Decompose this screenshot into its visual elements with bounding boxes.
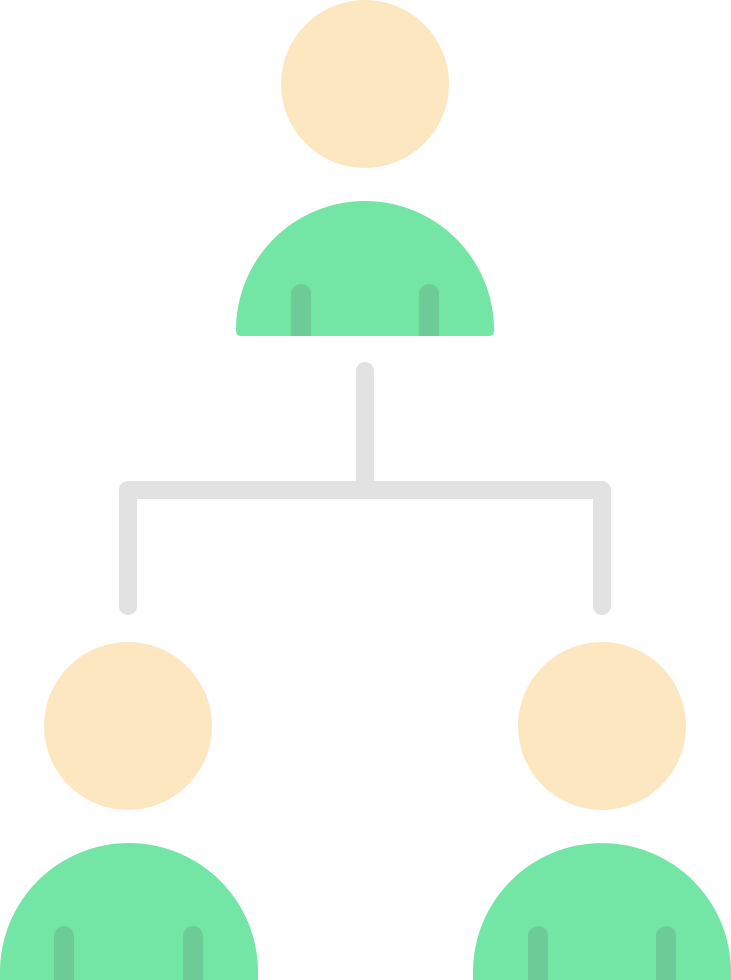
body-stripe-left-cover bbox=[528, 950, 548, 980]
person-bottom-left bbox=[0, 642, 258, 980]
body-stripe-right-cover bbox=[183, 950, 203, 980]
person-body bbox=[473, 843, 731, 980]
person-body bbox=[236, 201, 494, 336]
body-stripe-right-cover bbox=[656, 950, 676, 980]
body-stripe-right-cover bbox=[419, 310, 439, 336]
connector-branch bbox=[119, 481, 611, 615]
person-bottom-right bbox=[473, 642, 731, 980]
person-head bbox=[44, 642, 212, 810]
person-head bbox=[281, 0, 449, 168]
person-head bbox=[518, 642, 686, 810]
body-stripe-left-cover bbox=[291, 310, 311, 336]
person-body bbox=[0, 843, 258, 980]
body-stripe-left-cover bbox=[54, 950, 74, 980]
hierarchy-connector bbox=[119, 362, 611, 615]
person-top bbox=[236, 0, 494, 336]
